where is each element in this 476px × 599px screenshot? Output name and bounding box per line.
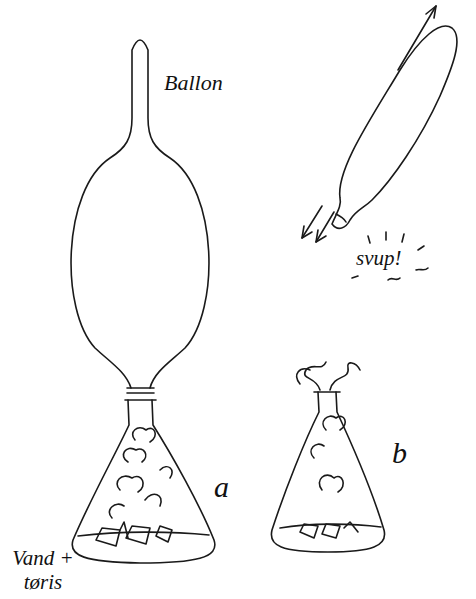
flask-b	[271, 392, 384, 552]
content-label: Vand + tøris	[4, 546, 82, 594]
part-label: Ballon	[164, 70, 223, 95]
figure-letter: a	[214, 470, 229, 505]
flying-balloon	[332, 26, 457, 228]
flask-a	[72, 400, 215, 563]
motion-arrow	[302, 6, 436, 242]
figure-letter: b	[392, 436, 407, 471]
dry-ice	[96, 522, 172, 546]
vapour	[297, 362, 360, 492]
pop-marks	[352, 232, 428, 280]
sound-label: svup!	[356, 246, 402, 270]
vapour	[109, 428, 172, 518]
